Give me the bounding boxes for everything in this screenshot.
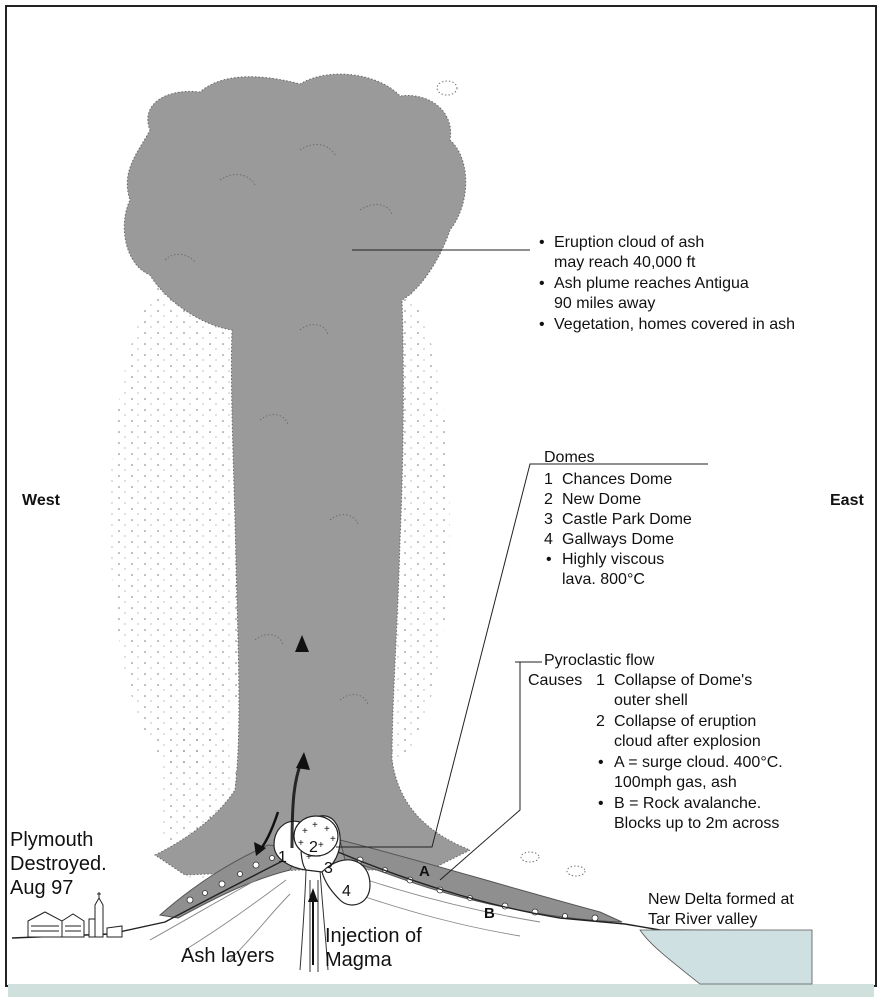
domes-num: 1 <box>544 471 553 488</box>
svg-text:+: + <box>318 840 324 851</box>
marker-b: B <box>484 905 495 922</box>
plymouth-line-1: Plymouth <box>10 829 93 851</box>
dome-label-3: 3 <box>324 860 333 877</box>
pyroclastic-heading: Pyroclastic flow <box>544 652 655 669</box>
svg-text:+: + <box>330 834 336 845</box>
ash-layers-label: Ash layers <box>181 945 274 967</box>
bullet-mark: • <box>539 275 545 292</box>
plymouth-line-3: Aug 97 <box>10 877 73 899</box>
eruption-note-2a: Ash plume reaches Antigua <box>554 275 749 292</box>
domes-num: 2 <box>544 491 553 508</box>
domes-item-1: Chances Dome <box>562 471 672 488</box>
causes-label: Causes <box>528 672 582 689</box>
eruption-note-1b: may reach 40,000 ft <box>554 254 696 271</box>
delta-line-1: New Delta formed at <box>648 891 794 908</box>
svg-text:+: + <box>298 838 304 849</box>
cause-2a: Collapse of eruption <box>614 713 756 730</box>
injection-line-2: Magma <box>325 949 393 971</box>
cause-num: • <box>598 754 604 771</box>
cause-2b: cloud after explosion <box>614 733 761 750</box>
footer-band <box>8 984 874 997</box>
cause-3a: A = surge cloud. 400°C. <box>614 754 783 771</box>
cause-4b: Blocks up to 2m across <box>614 815 779 832</box>
cause-1b: outer shell <box>614 692 688 709</box>
domes-num: • <box>546 551 552 568</box>
cause-num: 2 <box>596 713 605 730</box>
cause-1a: Collapse of Dome's <box>614 672 752 689</box>
domes-item-4: Gallways Dome <box>562 531 674 548</box>
dome-label-1: 1 <box>278 849 287 866</box>
domes-num: 4 <box>544 531 553 548</box>
cause-4a: B = Rock avalanche. <box>614 795 761 812</box>
marker-a: A <box>419 863 430 880</box>
svg-text:+: + <box>302 826 308 837</box>
domes-item-5: Highly viscous <box>562 551 664 568</box>
domes-heading: Domes <box>544 449 595 466</box>
dome-label-4: 4 <box>342 883 351 900</box>
bullet-mark: • <box>539 316 545 333</box>
domes-item-3: Castle Park Dome <box>562 511 692 528</box>
eruption-note-2b: 90 miles away <box>554 295 655 312</box>
plymouth-line-2: Destroyed. <box>10 853 107 875</box>
west-label: West <box>22 492 61 509</box>
bullet-mark: • <box>539 234 545 251</box>
domes-num: 3 <box>544 511 553 528</box>
eruption-note-1a: Eruption cloud of ash <box>554 234 704 251</box>
cause-num: • <box>598 795 604 812</box>
east-label: East <box>830 492 864 509</box>
cause-num: 1 <box>596 672 605 689</box>
cause-3b: 100mph gas, ash <box>614 774 737 791</box>
svg-text:+: + <box>312 820 318 831</box>
eruption-note-3: Vegetation, homes covered in ash <box>554 316 795 333</box>
domes-item-6: lava. 800°C <box>562 571 645 588</box>
domes-item-2: New Dome <box>562 491 641 508</box>
delta-line-2: Tar River valley <box>648 911 757 928</box>
dome-label-2: 2 <box>309 839 318 856</box>
injection-line-1: Injection of <box>325 925 422 947</box>
